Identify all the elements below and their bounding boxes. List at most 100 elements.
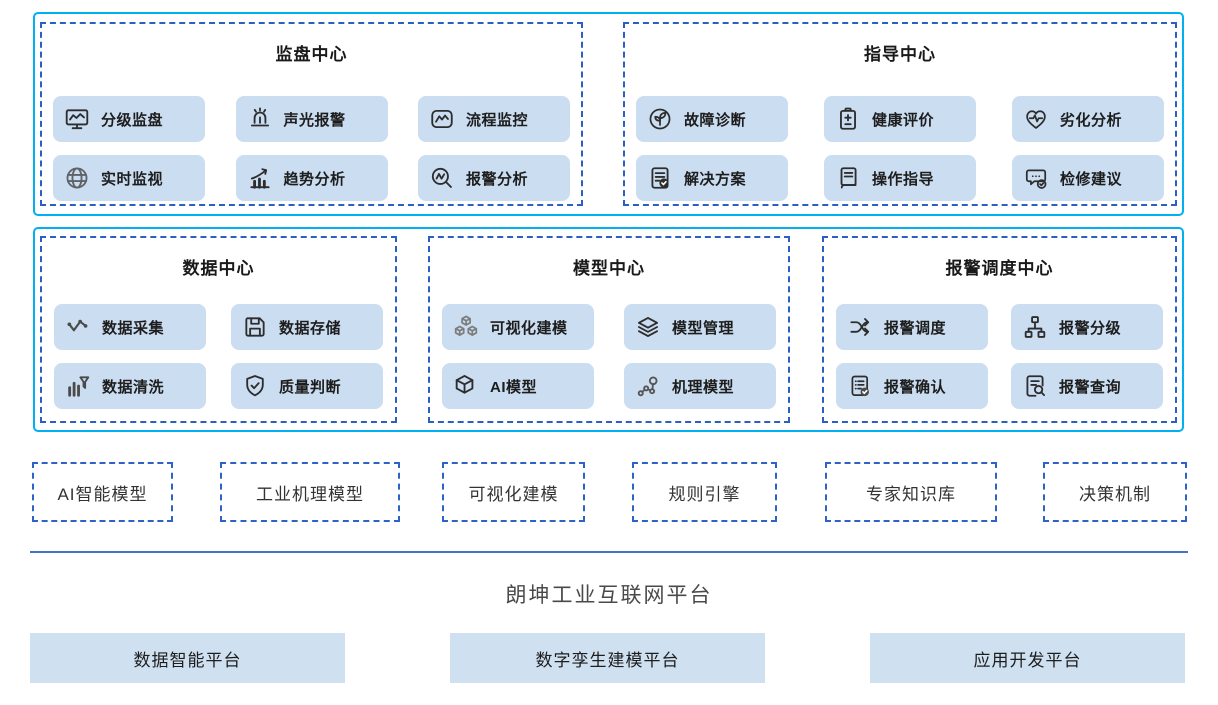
fault-diagnosis-item: 故障诊断	[636, 96, 788, 142]
list-check-icon	[851, 375, 869, 397]
monitor-chart-icon	[65, 109, 89, 130]
capability-label: 规则引擎	[668, 484, 741, 504]
data-center-box: 数据中心 数据采集 数据存储	[40, 236, 397, 423]
model-center-title: 模型中心	[573, 259, 645, 278]
item-label: 故障诊断	[684, 111, 747, 129]
clipboard-plus-icon	[840, 107, 856, 130]
top-centers-container	[33, 12, 1184, 216]
solution-plan-item: 解决方案	[636, 155, 788, 201]
model-center-box: 模型中心 可视化建模 模型管理	[428, 236, 790, 423]
capability-label: 决策机制	[1079, 484, 1151, 504]
data-intelligence-platform-box: 数据智能平台	[30, 633, 345, 683]
alarm-center-box: 报警调度中心 报警调度 报警分级	[822, 236, 1177, 423]
chat-check-icon	[1025, 169, 1047, 189]
data-cleaning-item: 数据清洗	[54, 363, 206, 409]
guidance-center-box: 指导中心 故障诊断 健康评价	[623, 22, 1177, 206]
capability-label: 可视化建模	[468, 484, 559, 504]
platform-divider	[30, 551, 1188, 553]
item-label: 质量判断	[279, 378, 342, 396]
item-label: 分级监盘	[101, 111, 164, 129]
degradation-analysis-item: 劣化分析	[1012, 96, 1164, 142]
floppy-disk-icon	[245, 317, 265, 337]
guidance-center-title: 指导中心	[864, 45, 936, 64]
sprout-circle-icon	[649, 108, 671, 130]
capability-visual-modeling-box: 可视化建模	[442, 462, 585, 522]
heart-pulse-icon	[1026, 110, 1046, 129]
capability-decision-mechanism-box: 决策机制	[1043, 462, 1187, 522]
globe-icon	[66, 167, 88, 189]
sound-light-alarm-item: 声光报警	[235, 96, 388, 142]
item-label: 报警调度	[884, 319, 947, 337]
graded-monitoring-item: 分级监盘	[53, 96, 205, 142]
alarm-query-item: 报警查询	[1011, 363, 1163, 409]
item-label: 实时监视	[101, 170, 164, 188]
item-label: 检修建议	[1060, 170, 1123, 188]
alarm-center-items: 报警调度 报警分级	[824, 304, 1175, 409]
realtime-monitoring-item: 实时监视	[53, 155, 205, 201]
bars-funnel-icon	[68, 376, 90, 397]
layers-icon	[637, 316, 659, 338]
trend-analysis-item: 趋势分析	[235, 155, 388, 201]
process-monitoring-item: 流程监控	[418, 96, 570, 142]
alarm-center-title: 报警调度中心	[945, 259, 1054, 278]
route-arrows-icon	[850, 318, 870, 336]
capability-label: 专家知识库	[866, 484, 956, 504]
alarm-confirm-item: 报警确认	[836, 363, 988, 409]
item-label: 报警查询	[1059, 378, 1122, 396]
platform-box-label: 应用开发平台	[973, 650, 1082, 670]
item-label: 报警分析	[466, 170, 529, 188]
cubes-icon	[454, 315, 478, 336]
monitor-center-box: 监盘中心 分级监盘 声光报警	[40, 22, 583, 206]
digital-twin-platform-box: 数字孪生建模平台	[450, 633, 765, 683]
item-label: 报警确认	[884, 378, 947, 396]
item-label: 健康评价	[872, 111, 935, 129]
hierarchy-icon	[1024, 316, 1046, 338]
monitor-center-title: 监盘中心	[275, 45, 348, 64]
item-label: 流程监控	[466, 111, 529, 129]
maintenance-advice-item: 检修建议	[1012, 155, 1164, 201]
manual-book-icon	[840, 167, 857, 189]
item-label: 机理模型	[672, 378, 735, 396]
mechanism-model-item: 机理模型	[624, 363, 776, 409]
guidance-center-items: 故障诊断 健康评价 劣化分析	[625, 96, 1175, 201]
data-collection-item: 数据采集	[54, 304, 206, 350]
quality-judgment-item: 质量判断	[231, 363, 383, 409]
item-label: 操作指导	[872, 170, 935, 188]
model-management-item: 模型管理	[624, 304, 776, 350]
item-label: 数据存储	[279, 319, 342, 337]
health-evaluation-item: 健康评价	[824, 96, 976, 142]
molecule-icon	[637, 376, 658, 397]
cube-3d-icon	[455, 374, 474, 394]
data-storage-item: 数据存储	[231, 304, 383, 350]
item-label: 劣化分析	[1060, 111, 1123, 129]
alarm-dispatch-item: 报警调度	[836, 304, 988, 350]
item-label: 数据采集	[102, 319, 165, 337]
item-label: 数据清洗	[102, 378, 165, 396]
visual-modeling-item: 可视化建模	[442, 304, 594, 350]
process-chart-icon	[431, 109, 453, 129]
capability-industrial-mechanism-box: 工业机理模型	[220, 462, 400, 522]
capability-rule-engine-box: 规则引擎	[632, 462, 777, 522]
item-label: 趋势分析	[283, 170, 346, 188]
item-label: 声光报警	[283, 111, 346, 129]
data-center-title: 数据中心	[182, 259, 255, 278]
app-dev-platform-box: 应用开发平台	[870, 633, 1185, 683]
data-points-icon	[67, 319, 88, 332]
item-label: AI模型	[490, 378, 538, 396]
trend-bars-icon	[249, 168, 270, 189]
platform-box-label: 数据智能平台	[133, 650, 242, 670]
capability-label: AI智能模型	[57, 484, 148, 504]
capability-ai-model-box: AI智能模型	[32, 462, 173, 522]
item-label: 模型管理	[672, 319, 735, 337]
monitor-center-items: 分级监盘 声光报警 流程监控	[42, 96, 581, 201]
document-check-icon	[651, 167, 669, 189]
alarm-grading-item: 报警分级	[1011, 304, 1163, 350]
capability-label: 工业机理模型	[256, 484, 364, 504]
data-center-items: 数据采集 数据存储 数据清洗	[42, 304, 395, 409]
magnifier-wave-icon	[431, 167, 452, 188]
platform-title: 朗坤工业互联网平台	[505, 584, 713, 607]
doc-search-icon	[1026, 375, 1046, 397]
alarm-analysis-item: 报警分析	[418, 155, 570, 201]
item-label: 可视化建模	[490, 319, 568, 337]
